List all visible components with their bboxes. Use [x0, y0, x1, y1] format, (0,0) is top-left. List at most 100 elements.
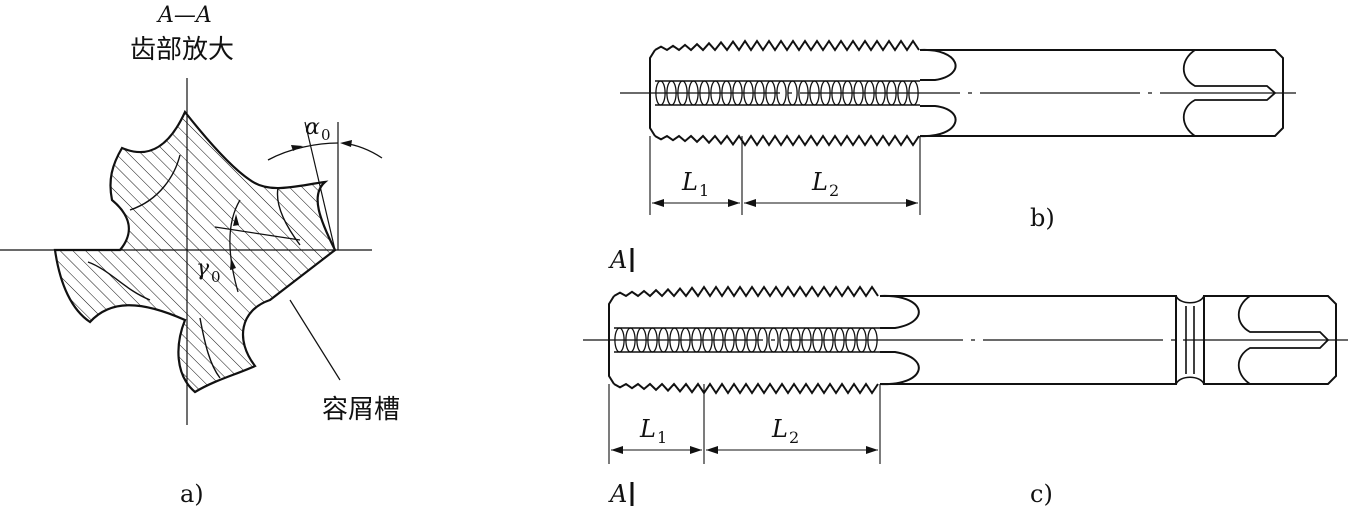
tap-b-top-thread	[654, 39, 920, 52]
tap-c-drive-end	[1203, 295, 1337, 385]
thread-root-crest	[713, 327, 724, 353]
figure-b-tap: L 1 L 2 b)	[620, 39, 1296, 232]
thread-root-crest	[625, 327, 636, 353]
thread-root-crest	[746, 327, 757, 353]
core-boundary	[87, 154, 301, 379]
thread-root-crest	[721, 80, 732, 106]
thread-root-crest	[864, 80, 875, 106]
thread-root-crest	[754, 80, 765, 106]
tap-c-l1-symbol: L	[639, 415, 656, 443]
flute-leader-line	[289, 299, 341, 381]
thread-root-crest	[636, 327, 647, 353]
thread-root-outline	[614, 327, 880, 353]
enlarged-teeth-title: 齿部放大	[130, 35, 234, 65]
thread-root-crest	[831, 80, 842, 106]
thread-root-crest	[680, 327, 691, 353]
thread-root-crest	[779, 327, 790, 353]
thread-root-crest	[743, 80, 754, 106]
gamma-arrow-bottom	[230, 258, 236, 270]
thread-root-crest	[691, 327, 702, 353]
thread-root-crest	[875, 80, 886, 106]
rake-reference-line	[214, 226, 301, 241]
thread-root-crest	[908, 80, 919, 106]
tap-c-arrow-4	[866, 446, 878, 454]
tap-b-left-end	[649, 49, 656, 137]
alpha-arrow-right	[340, 140, 352, 147]
chip-flute-label: 容屑槽	[322, 395, 400, 425]
tap-b-shank	[920, 49, 1284, 137]
thread-root-crest	[823, 327, 834, 353]
thread-root-crest	[724, 327, 735, 353]
thread-root-crest	[614, 327, 625, 353]
thread-root-crest	[820, 80, 831, 106]
figure-b-caption: b)	[1030, 204, 1055, 232]
thread-root-crest	[699, 80, 710, 106]
rake-angle-subscript: 0	[211, 268, 221, 286]
thread-root-crest	[658, 327, 669, 353]
thread-root-crest	[732, 80, 743, 106]
tap-c-neck	[1175, 295, 1205, 385]
thread-root-crest	[669, 327, 680, 353]
tap-b-l2-subscript: 2	[829, 181, 839, 200]
tap-b-l1-symbol: L	[681, 168, 698, 196]
thread-root-crest	[677, 80, 688, 106]
thread-root-crest	[666, 80, 677, 106]
thread-root-crest	[735, 327, 746, 353]
tap-c-l2-subscript: 2	[789, 428, 799, 447]
thread-root-crest	[809, 80, 820, 106]
gamma-arrow-top	[233, 214, 239, 226]
thread-root-crest	[790, 327, 801, 353]
rake-angle-symbol: γ	[196, 256, 210, 281]
thread-root-crest	[801, 327, 812, 353]
thread-root-crest	[856, 327, 867, 353]
thread-root-crest	[845, 327, 856, 353]
alpha-angle-arc	[267, 142, 339, 161]
tap-c-shank	[880, 295, 1177, 385]
thread-root-crest	[853, 80, 864, 106]
thread-root-crest	[867, 327, 878, 353]
tap-b-arrow-1	[652, 199, 664, 207]
tap-c-thread-roots	[614, 327, 880, 353]
tap-b-arrow-3	[744, 199, 756, 207]
tap-c-l2-symbol: L	[771, 415, 788, 443]
thread-root-crest	[798, 80, 809, 106]
thread-root-crest	[655, 80, 666, 106]
gamma-angle-arc	[229, 199, 241, 293]
section-view-label: A—A	[156, 3, 212, 28]
thread-root-crest	[812, 327, 823, 353]
tap-b-bottom-thread	[654, 134, 920, 147]
figure-a-caption: a)	[180, 480, 204, 508]
thread-root-crest	[710, 80, 721, 106]
tap-b-l1-subscript: 1	[699, 181, 709, 200]
thread-root-crest	[776, 80, 787, 106]
clearance-reference-line	[304, 121, 336, 251]
thread-root-crest	[897, 80, 908, 106]
alpha-arrow-left	[291, 145, 303, 151]
section-mark-top: A	[608, 246, 627, 274]
thread-root-crest	[647, 327, 658, 353]
tap-c-top-thread	[613, 285, 879, 298]
tap-cross-section-outline	[53, 109, 337, 394]
thread-root-crest	[886, 80, 897, 106]
section-mark-bottom: A	[608, 480, 627, 508]
clearance-angle-symbol: α	[305, 115, 320, 140]
thread-root-outline	[655, 80, 920, 106]
thread-root-crest	[688, 80, 699, 106]
tap-b-square-drive	[1182, 49, 1277, 137]
tap-b-thread-roots	[655, 80, 920, 106]
tap-b-l2-symbol: L	[811, 168, 828, 196]
tap-c-arrow-2	[690, 446, 702, 454]
figure-c-tap: L 1 L 2 c)	[583, 285, 1348, 508]
thread-root-crest	[765, 80, 776, 106]
tap-c-l1-subscript: 1	[657, 428, 667, 447]
figure-c-caption: c)	[1030, 480, 1053, 508]
tap-b-arrow-2	[728, 199, 740, 207]
thread-root-crest	[842, 80, 853, 106]
tap-c-arrow-3	[706, 446, 718, 454]
thread-root-crest	[702, 327, 713, 353]
thread-root-crest	[757, 327, 768, 353]
clearance-angle-subscript: 0	[321, 126, 331, 144]
tap-c-square-drive	[1237, 295, 1330, 385]
